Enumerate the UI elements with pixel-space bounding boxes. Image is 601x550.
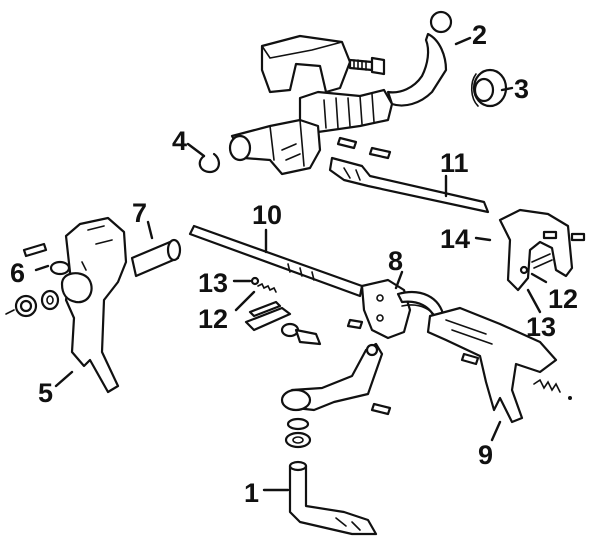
leader-lines bbox=[34, 36, 548, 492]
callout-10: 10 bbox=[252, 200, 282, 230]
selector-block-center bbox=[360, 278, 446, 340]
selector-housing bbox=[228, 118, 322, 176]
lever-cover-bracket bbox=[260, 34, 352, 94]
interlock-plate bbox=[244, 300, 322, 346]
callout-13-center: 13 bbox=[198, 268, 228, 298]
detent-pins bbox=[346, 230, 586, 416]
callout-12-center: 12 bbox=[198, 304, 228, 334]
callout-1: 1 bbox=[244, 478, 259, 508]
circlip bbox=[198, 152, 220, 174]
selector-fork-left bbox=[60, 216, 128, 394]
callout-labels: 2 3 4 11 10 7 6 8 14 12 13 13 12 5 9 1 bbox=[10, 20, 578, 508]
callout-4: 4 bbox=[172, 126, 187, 156]
shift-arm-lower bbox=[280, 342, 384, 412]
nut-and-washer bbox=[5, 289, 60, 318]
callout-11: 11 bbox=[440, 148, 469, 178]
callout-2: 2 bbox=[472, 20, 487, 50]
selector-fork-right-lower bbox=[426, 306, 572, 424]
gear-lever bbox=[298, 10, 453, 134]
selector-fork-right-upper bbox=[498, 208, 574, 292]
callout-3: 3 bbox=[514, 74, 529, 104]
bracket-bolt bbox=[348, 56, 386, 76]
callout-13-right: 13 bbox=[526, 312, 556, 342]
pivot-pin bbox=[130, 238, 182, 278]
callout-6: 6 bbox=[10, 258, 25, 288]
selector-rod-upper bbox=[328, 136, 490, 214]
pin-and-cap bbox=[22, 242, 71, 276]
lever-bush bbox=[470, 68, 508, 108]
callout-12-right: 12 bbox=[548, 284, 578, 314]
callout-7: 7 bbox=[132, 198, 147, 228]
shaft-washers bbox=[284, 417, 312, 449]
callout-14: 14 bbox=[440, 224, 470, 254]
callout-9: 9 bbox=[478, 440, 493, 470]
callout-5: 5 bbox=[38, 378, 53, 408]
callout-8: 8 bbox=[388, 246, 403, 276]
spring-and-ball-center bbox=[250, 276, 277, 293]
selector-shaft bbox=[288, 460, 378, 536]
